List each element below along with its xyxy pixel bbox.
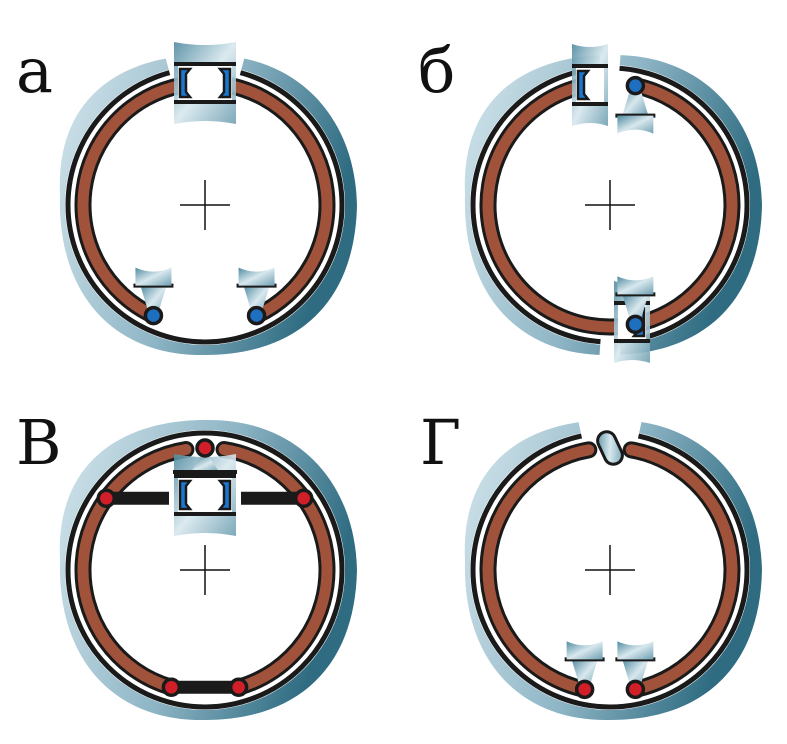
panel-a-right-anchor-mount	[238, 267, 275, 286]
panel-b-left-shoe	[482, 80, 641, 333]
panel-v-bottom-left-pivot	[161, 677, 182, 698]
panel-b-top-pivot	[625, 75, 646, 96]
panel-a-left-anchor-mount	[135, 267, 172, 286]
panel-v-right-shoe	[218, 444, 333, 693]
panel-v-drum-rim	[65, 430, 345, 710]
panel-g-right-anchor-stem	[622, 659, 649, 690]
panel-g-left-shoe	[482, 444, 595, 695]
panel-a-right-anchor-stem	[243, 285, 270, 316]
panel-a-wheel-cylinder-piston-left	[178, 67, 193, 99]
panel-a-right-pivot	[246, 305, 267, 326]
panel-b-bottom-anchor-stem	[622, 294, 649, 325]
panel-g-cam	[596, 430, 624, 466]
panel-b-right-shoe	[625, 80, 738, 331]
panel-v-bottom-right-pivot	[228, 677, 249, 698]
panel-g-right-pivot	[625, 679, 646, 700]
panel-g-left-pivot	[574, 679, 595, 700]
panel-v-right-pivot	[293, 488, 314, 509]
panel-b-bottom-anchor-mount	[617, 276, 654, 295]
panel-g-left-anchor-mount	[566, 641, 603, 660]
panel-v-top-pivot	[195, 438, 215, 458]
panel-a-wheel-cylinder-piston-right	[217, 67, 232, 99]
panel-label-g: Г	[420, 406, 462, 479]
panel-a-left-shoe	[77, 79, 188, 322]
panel-v-wheel-cylinder-piston-left	[178, 479, 193, 511]
panel-a-right-shoe	[222, 79, 333, 322]
panel-a-left-anchor-stem	[140, 285, 167, 316]
panel-b-bottom-pivot	[625, 314, 646, 335]
panel-v-top-anchor	[191, 458, 219, 472]
panel-label-a: а	[16, 34, 53, 107]
panel-v-left-shoe	[77, 444, 192, 693]
panel-v-wheel-cylinder-piston-right	[217, 479, 232, 511]
panel-g-right-shoe	[625, 444, 738, 695]
panel-label-b: б	[418, 34, 456, 107]
panel-label-v: В	[16, 406, 62, 479]
panel-b-top-anchor-mount	[617, 115, 654, 134]
panel-g-right-anchor-mount	[617, 641, 654, 660]
panel-a-left-pivot	[143, 305, 164, 326]
panel-b-top-cylinder-piston-left	[576, 69, 591, 101]
panel-g-left-anchor-stem	[571, 659, 598, 690]
panel-b-top-anchor-stem	[622, 85, 649, 116]
panel-v-left-pivot	[96, 488, 117, 509]
